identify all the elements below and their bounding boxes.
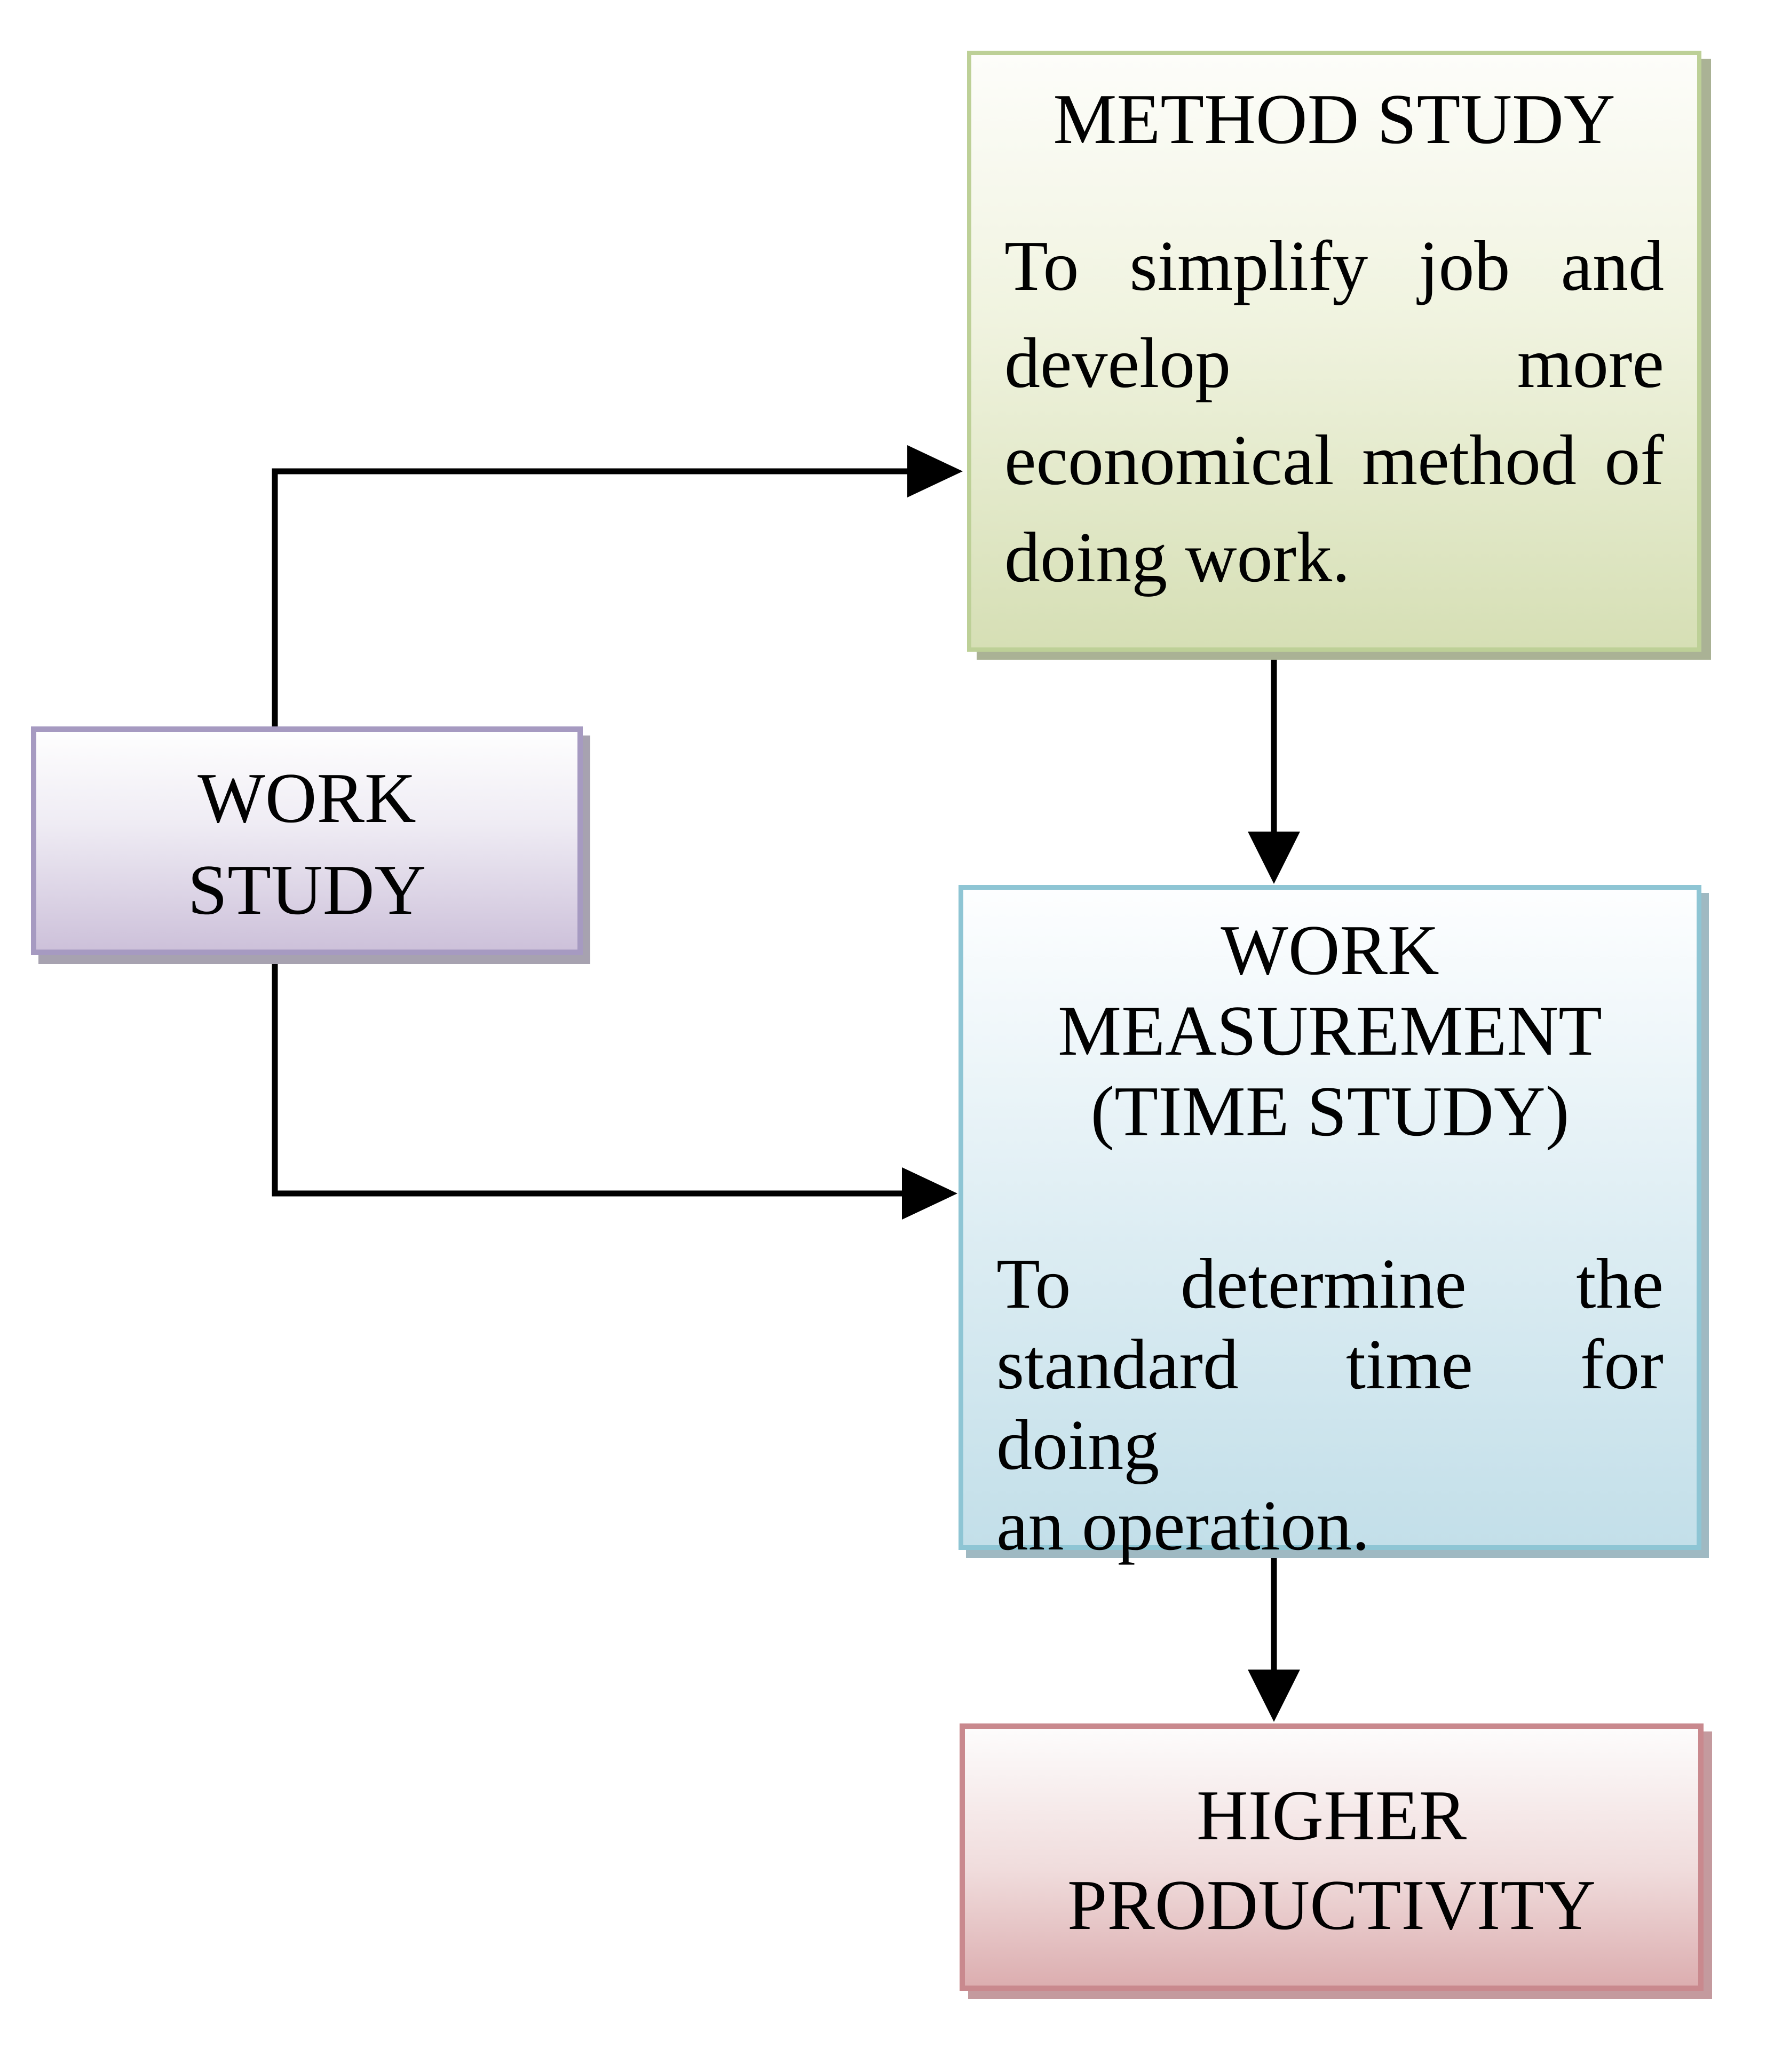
- work-measurement-description: To determine the standard time for doing…: [963, 1244, 1697, 1566]
- method-study-box: METHOD STUDY To simplify job and develop…: [967, 51, 1701, 652]
- work-study-box: WORK STUDY: [31, 726, 583, 955]
- work-measurement-box: WORK MEASUREMENT (TIME STUDY) To determi…: [959, 885, 1701, 1565]
- method-study-description: To simplify job and develop more economi…: [971, 217, 1697, 606]
- higher-productivity-box: HIGHER PRODUCTIVITY: [960, 1723, 1704, 1991]
- method-study-title: METHOD STUDY: [1053, 80, 1615, 159]
- higher-productivity-title: HIGHER PRODUCTIVITY: [965, 1729, 1698, 1950]
- work-measurement-body-line-2: standard time for doing: [996, 1325, 1664, 1484]
- work-study-title: WORK STUDY: [36, 732, 577, 936]
- method-study-body-line-4: doing work.: [1004, 518, 1350, 597]
- arrow-work-study-to-method-study: [272, 445, 963, 730]
- work-measurement-title: WORK MEASUREMENT (TIME STUDY): [963, 890, 1697, 1152]
- higher-productivity-title-line-2: PRODUCTIVITY: [1067, 1865, 1596, 1944]
- work-measurement-title-line-1: WORK: [1221, 911, 1439, 990]
- work-measurement-title-line-3: (TIME STUDY): [1090, 1072, 1570, 1151]
- work-measurement-body-line-3: an operation.: [996, 1486, 1370, 1565]
- arrow-line: [272, 951, 903, 1197]
- arrowhead-right-icon: [902, 1167, 957, 1220]
- arrow-work-measurement-to-higher-productivity: [1248, 1551, 1300, 1722]
- method-study-body-line-3: economical method of: [1004, 421, 1664, 500]
- work-study-title-line-1: WORK: [197, 758, 416, 837]
- method-study-body-line-2: develop more: [1004, 323, 1664, 402]
- method-study-body-line-1: To simplify job and: [1004, 226, 1664, 305]
- arrowhead-down-icon: [1248, 1670, 1300, 1722]
- work-measurement-title-line-2: MEASUREMENT: [1058, 991, 1602, 1070]
- arrow-line: [272, 468, 908, 730]
- arrow-method-study-to-work-measurement: [1248, 653, 1300, 884]
- work-study-title-line-2: STUDY: [187, 850, 426, 929]
- higher-productivity-title-line-1: HIGHER: [1196, 1776, 1467, 1855]
- arrowhead-down-icon: [1248, 832, 1300, 884]
- work-measurement-body-line-1: To determine the: [996, 1244, 1664, 1323]
- arrowhead-right-icon: [907, 445, 963, 497]
- arrow-work-study-to-work-measurement: [272, 951, 957, 1220]
